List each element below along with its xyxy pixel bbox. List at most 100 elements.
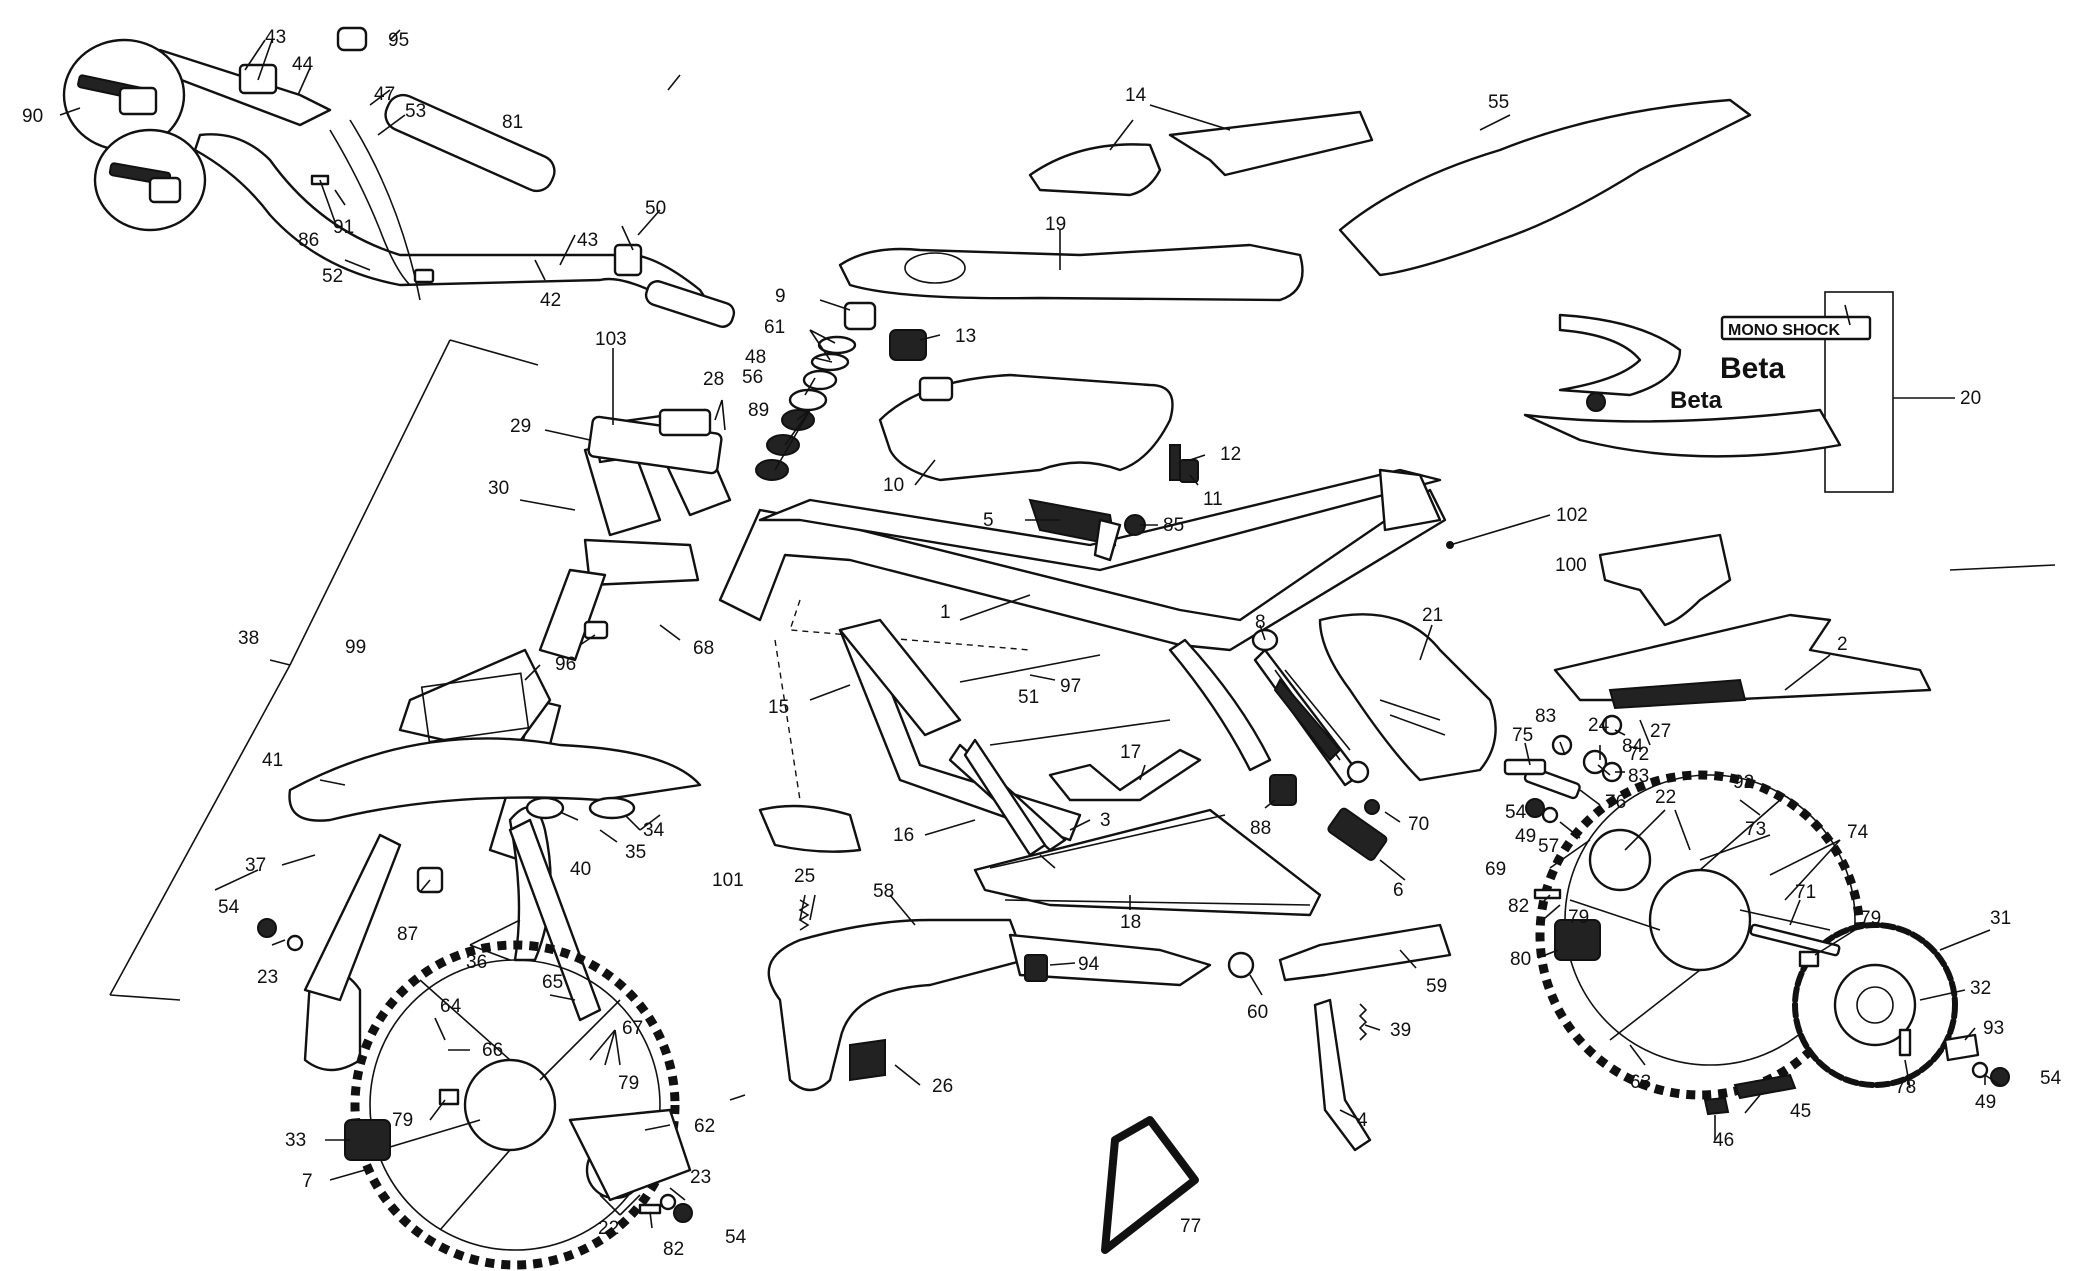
exhaust-pipe-58 (767, 918, 1212, 1092)
callout-31: 31 (1990, 908, 2011, 929)
stand-77 (1101, 1116, 1199, 1254)
side-panel-19 (838, 243, 1304, 302)
heat-shield-101 (758, 804, 862, 853)
callout-27: 27 (1650, 721, 1671, 742)
callout-42: 42 (540, 290, 561, 311)
callout-85: 85 (1163, 515, 1184, 536)
locator-dot-102 (1446, 541, 1454, 549)
callout-71: 71 (1795, 882, 1816, 903)
callout-54b: 54 (725, 1227, 747, 1248)
callout-52: 52 (322, 266, 343, 287)
callout-23b: 23 (257, 967, 278, 988)
callout-21: 21 (1422, 605, 1443, 626)
skid-plate-18 (973, 808, 1322, 917)
parts-layer: MONO SHOCK Beta Beta (62, 26, 2010, 1270)
callout-93: 93 (1983, 1018, 2004, 1039)
clamp-28 (658, 408, 712, 437)
bearing-56 (788, 388, 828, 412)
callout-80: 80 (1510, 949, 1531, 970)
callout-75: 75 (1512, 725, 1533, 746)
callout-32: 32 (1970, 978, 1991, 999)
callout-6: 6 (1393, 880, 1404, 901)
callout-102: 102 (1556, 505, 1588, 526)
footpeg-6 (1327, 807, 1388, 861)
bolt-82b (638, 1203, 662, 1215)
decal-set-20: MONO SHOCK Beta Beta (1523, 291, 1894, 493)
callout-81: 81 (502, 112, 523, 133)
callout-79d: 79 (1568, 907, 1589, 928)
callout-82b: 82 (663, 1239, 684, 1260)
callout-57: 57 (1538, 836, 1559, 857)
callout-83a: 83 (1535, 706, 1556, 727)
bracket-75 (1503, 758, 1547, 776)
switch-inset-upper (62, 38, 186, 152)
chain-tensioner-93 (1943, 1033, 1980, 1062)
callout-28: 28 (703, 369, 724, 390)
callout-70: 70 (1408, 814, 1429, 835)
callout-87: 87 (397, 924, 418, 945)
spring-25 (798, 899, 810, 931)
callout-63: 63 (1630, 1072, 1651, 1093)
callout-23a: 23 (690, 1167, 711, 1188)
callout-76: 76 (1605, 792, 1626, 813)
callout-60: 60 (1247, 1002, 1268, 1023)
grommet-60 (1227, 951, 1255, 979)
callout-8: 8 (1255, 612, 1266, 633)
chain-link-45 (1733, 1073, 1797, 1100)
callout-90: 90 (22, 106, 43, 127)
callout-84: 84 (1622, 736, 1644, 757)
rod-51 (989, 719, 1171, 746)
callout-15: 15 (768, 697, 789, 718)
callout-58: 58 (873, 881, 894, 902)
callout-35: 35 (625, 842, 646, 863)
callout-2: 2 (1837, 634, 1848, 655)
side-stand-4 (1313, 998, 1372, 1152)
fork-guard-37 (303, 833, 402, 1002)
bracket-17 (1048, 748, 1202, 802)
tank-cap-9 (843, 301, 877, 331)
callout-73: 73 (1745, 819, 1766, 840)
callout-67: 67 (622, 1018, 643, 1039)
callout-78: 78 (1895, 1077, 1916, 1098)
callout-26: 26 (932, 1076, 953, 1097)
callout-91: 91 (333, 217, 354, 238)
callout-54c: 54 (1505, 802, 1527, 823)
washer-48 (802, 369, 838, 391)
callout-45: 45 (1790, 1101, 1811, 1122)
washer-49b (1971, 1061, 1989, 1079)
spacer-79b (1798, 950, 1820, 968)
clip-96 (583, 620, 609, 640)
callout-92: 92 (1733, 772, 1754, 793)
silencer-59 (1278, 923, 1452, 982)
number-plate-99 (398, 648, 552, 757)
callout-20: 20 (1960, 388, 1981, 409)
o-ring-61a (817, 335, 857, 355)
callout-39: 39 (1390, 1020, 1411, 1041)
callout-61: 61 (764, 317, 785, 338)
callout-82a: 82 (1508, 896, 1529, 917)
callout-56: 56 (742, 367, 763, 388)
callout-62: 62 (694, 1116, 715, 1137)
bolt-78 (1898, 1028, 1912, 1057)
bolt-12 (1169, 444, 1181, 481)
callout-30: 30 (488, 478, 509, 499)
fuel-tank-10 (878, 329, 1174, 482)
leader-lines (59, 29, 2056, 1229)
callout-55: 55 (1488, 92, 1509, 113)
callout-4: 4 (1357, 1110, 1368, 1131)
washer-23a (286, 934, 304, 952)
callout-53: 53 (405, 101, 426, 122)
callout-41: 41 (262, 750, 283, 771)
callout-66: 66 (482, 1040, 503, 1061)
pedal-16 (963, 738, 1047, 857)
callout-79b: 79 (618, 1073, 639, 1094)
callout-14: 14 (1125, 85, 1147, 106)
fitting-11 (1179, 459, 1199, 483)
chain-clip-46 (1703, 1096, 1730, 1116)
callout-3: 3 (1100, 810, 1111, 831)
frame-down-tube-15 (838, 618, 962, 737)
washer-23b (659, 1193, 677, 1211)
beta-logo-decal-text: Beta (1720, 352, 1785, 385)
front-fender-41 (288, 737, 702, 822)
